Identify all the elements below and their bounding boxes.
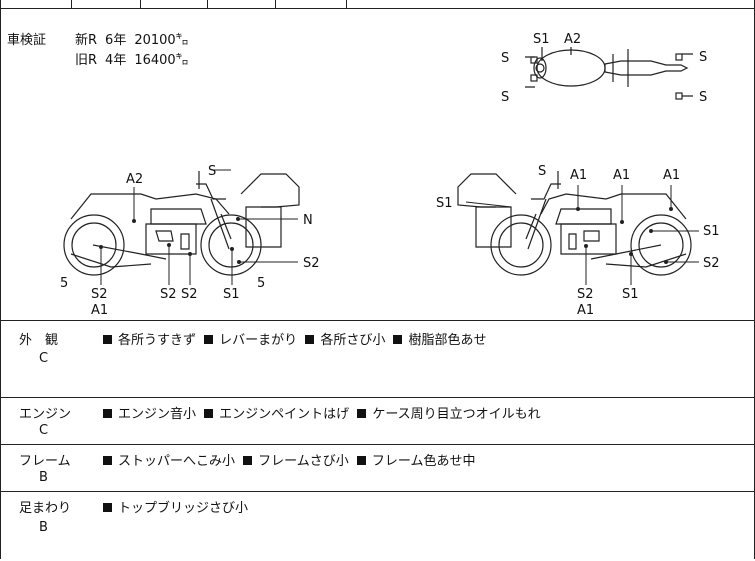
diagram-label: A2	[126, 172, 143, 187]
diagram-label: S	[208, 164, 216, 179]
section-category: 外 観	[19, 333, 59, 348]
section-notes: エンジン音小 エンジンペイントはげ ケース周り目立つオイルもれ	[101, 403, 543, 422]
diagram-label: 5	[257, 276, 265, 291]
diagram-label: S2	[703, 256, 720, 271]
diagram-label: A1	[570, 168, 587, 183]
motorcycle-diagrams: S1 A2 S S S S A2 S N S2 5 5 S2 A1 S2 S2 …	[60, 32, 720, 318]
diagram-label: S	[699, 90, 707, 105]
diagram-label: A1	[577, 303, 594, 318]
bullet-square-icon	[305, 335, 315, 344]
registration-year: 4年	[105, 53, 127, 68]
header-cell	[72, 0, 141, 8]
bullet-square-icon	[204, 409, 214, 418]
diagram-label: S2	[303, 256, 320, 271]
section-category: フレーム	[19, 454, 71, 469]
diagram-label: S2	[160, 287, 177, 302]
note-item: 樹脂部色あせ	[408, 333, 487, 348]
section-row-suspension: 足まわり B トップブリッジさび小	[1, 492, 754, 559]
section-grade: C	[39, 351, 49, 366]
bullet-square-icon	[357, 409, 367, 418]
registration-mileage: 20100㌔	[134, 33, 189, 48]
damage-leader-lines	[99, 169, 699, 285]
header-cell	[276, 0, 347, 8]
registration-label: 車検証	[7, 33, 47, 48]
note-item: トップブリッジさび小	[118, 501, 249, 516]
header-cell	[141, 0, 208, 8]
header-strip	[1, 0, 754, 9]
note-item: フレーム色あせ中	[371, 454, 476, 469]
note-item: レバーまがり	[219, 333, 298, 348]
note-item: フレームさび小	[258, 454, 349, 469]
diagram-label: A1	[91, 303, 108, 318]
diagram-label: A1	[663, 168, 680, 183]
registration-line-old: 旧R 4年 16400㌔	[75, 49, 197, 68]
note-item: エンジン音小	[118, 407, 197, 422]
note-item: ケース周り目立つオイルもれ	[372, 407, 541, 422]
motorcycle-right-view	[457, 171, 692, 276]
bullet-square-icon	[103, 456, 112, 465]
diagram-label: S	[538, 164, 546, 179]
diagram-label: S	[501, 90, 509, 105]
registration-mileage: 16400㌔	[134, 53, 189, 68]
note-item: エンジンペイントはげ	[219, 407, 350, 422]
section-notes: ストッパーへこみ小 フレームさび小 フレーム色あせ中	[101, 450, 478, 469]
diagram-label: 5	[60, 276, 68, 291]
section-row-frame: フレーム B ストッパーへこみ小 フレームさび小 フレーム色あせ中	[1, 445, 754, 492]
diagram-label: A1	[613, 168, 630, 183]
diagram-label: S1	[533, 32, 550, 47]
section-grade: B	[39, 470, 48, 485]
motorcycle-top-view	[525, 47, 693, 100]
note-item: 各所さび小	[320, 333, 386, 348]
diagram-label: S1	[703, 224, 720, 239]
bullet-square-icon	[103, 503, 112, 512]
diagram-label: N	[303, 213, 313, 228]
section-grade: C	[39, 423, 49, 438]
bullet-square-icon	[103, 335, 112, 344]
diagram-label: S2	[181, 287, 198, 302]
bullet-square-icon	[356, 456, 366, 465]
header-cell	[1, 0, 72, 8]
registration-code: 旧R	[75, 53, 98, 68]
header-cell	[208, 0, 276, 8]
section-notes: 各所うすきず レバーまがり 各所さび小 樹脂部色あせ	[101, 329, 488, 348]
diagram-label: S	[699, 50, 707, 65]
diagram-label: S1	[223, 287, 240, 302]
section-category: 足まわり	[19, 501, 72, 516]
diagram-label: S2	[91, 287, 108, 302]
section-row-engine: エンジン C エンジン音小 エンジンペイントはげ ケース周り目立つオイルもれ	[1, 398, 754, 445]
damage-diagram-area: 車検証 新R 6年 20100㌔ 旧R 4年 16400㌔	[1, 9, 754, 321]
motorcycle-left-view	[63, 171, 300, 276]
section-row-exterior: 外 観 C 各所うすきず レバーまがり 各所さび小 樹脂部色あせ	[1, 321, 754, 398]
bullet-square-icon	[103, 409, 112, 418]
registration-line-new: 新R 6年 20100㌔	[75, 29, 197, 48]
section-notes: トップブリッジさび小	[101, 497, 250, 516]
diagram-label: S2	[577, 287, 594, 302]
section-grade: B	[39, 520, 48, 535]
bullet-square-icon	[243, 456, 253, 465]
diagram-label: S	[501, 51, 509, 66]
bullet-square-icon	[204, 335, 214, 344]
note-item: ストッパーへこみ小	[118, 454, 236, 469]
registration-code: 新R	[75, 33, 98, 48]
registration-year: 6年	[105, 33, 127, 48]
diagram-label: S1	[436, 196, 453, 211]
note-item: 各所うすきず	[118, 333, 197, 348]
bullet-square-icon	[393, 335, 403, 344]
section-category: エンジン	[19, 407, 72, 422]
diagram-label: S1	[622, 287, 639, 302]
diagram-label: A2	[564, 32, 581, 47]
